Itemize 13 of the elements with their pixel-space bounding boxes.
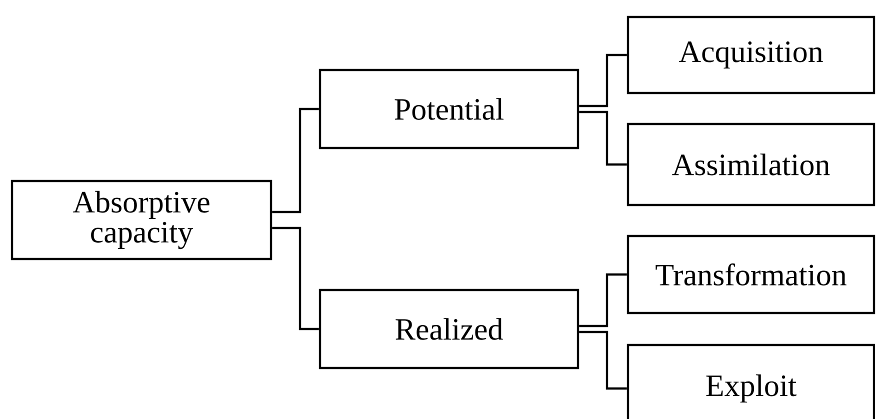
box: Exploit bbox=[626, 344, 876, 419]
connector bbox=[272, 226, 319, 330]
connector bbox=[579, 273, 627, 328]
connector bbox=[579, 110, 627, 166]
connector bbox=[579, 54, 627, 108]
connector bbox=[272, 108, 319, 214]
box: Transformation bbox=[626, 234, 876, 314]
box: Absorptive capacity bbox=[10, 180, 272, 260]
box: Acquisition bbox=[626, 16, 876, 94]
box: Assimilation bbox=[626, 122, 876, 206]
box: Realized bbox=[318, 288, 580, 370]
connector bbox=[579, 330, 627, 390]
box: Potential bbox=[318, 68, 580, 150]
